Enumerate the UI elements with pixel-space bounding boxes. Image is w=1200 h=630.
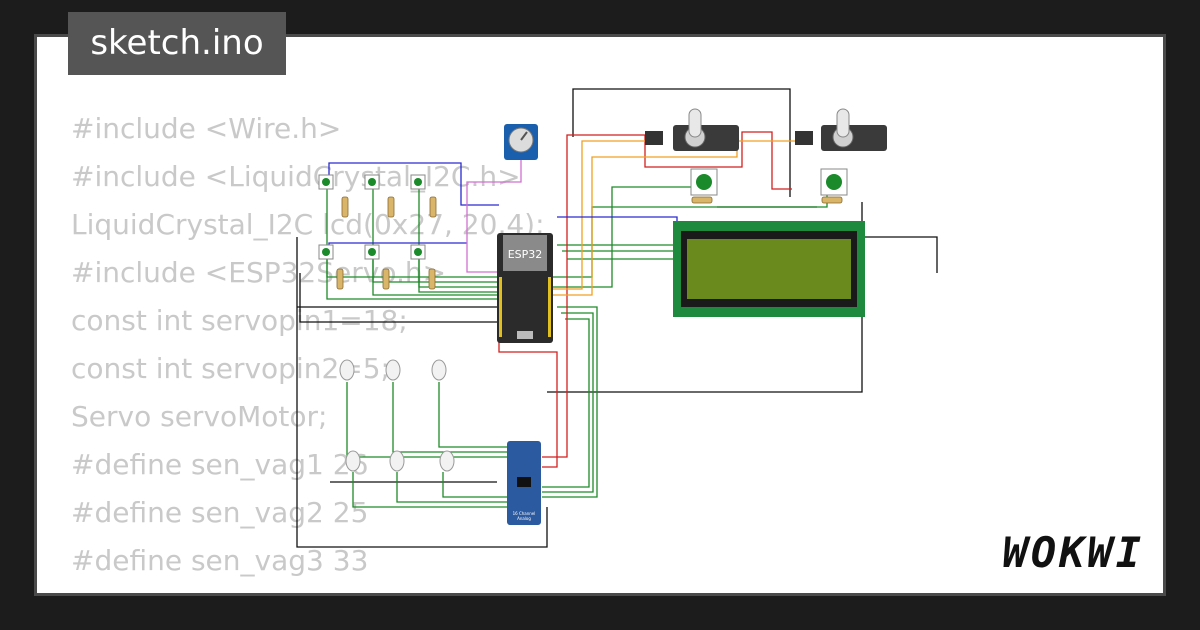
orange-wires: [549, 140, 802, 296]
code-line: const int servopin2=5;: [71, 352, 390, 385]
sensors-row-1: [339, 359, 447, 381]
code-line: #define sen_vag2 25: [71, 496, 369, 529]
code-line: #include <ESP32Servo.h>: [71, 256, 447, 289]
code-line: #include <Wire.h>: [71, 112, 342, 145]
mux-label-1: 16 Channel: [513, 511, 536, 516]
code-line: #include <LiquidCrystal_I2C.h>: [71, 160, 521, 193]
black-wires: [296, 88, 938, 548]
preview-card: #include <Wire.h> #include <LiquidCrysta…: [34, 34, 1166, 596]
file-tab[interactable]: sketch.ino: [68, 12, 286, 75]
esp32-label: ESP32: [508, 248, 543, 261]
code-line: LiquidCrystal_I2C lcd(0x27, 20,4);: [71, 208, 545, 241]
esp32-board: ESP32: [497, 233, 553, 343]
sensors-row-2: [345, 450, 455, 472]
code-line: Servo servoMotor;: [71, 400, 328, 433]
resistors: [336, 196, 843, 290]
code-background: #include <Wire.h> #include <LiquidCrysta…: [71, 105, 545, 585]
code-line: #define sen_vag1 26: [71, 448, 369, 481]
button-row-1: [318, 174, 426, 190]
pink-wires: [466, 152, 522, 273]
servo-2: [795, 108, 887, 151]
potentiometer: [504, 124, 538, 160]
circuit-diagram: ESP32: [296, 88, 938, 548]
button-row-2: [318, 244, 426, 260]
code-line: #define sen_vag3 33: [71, 544, 369, 577]
mux-board: 16 Channel Analog: [507, 441, 541, 525]
servo-1: [645, 108, 739, 151]
servo-buttons: [690, 168, 848, 196]
code-line: const int servopin1=18;: [71, 304, 408, 337]
mux-label-2: Analog: [517, 516, 531, 521]
lcd-display: [673, 221, 865, 317]
wokwi-logo: WOKWI: [1002, 528, 1144, 577]
